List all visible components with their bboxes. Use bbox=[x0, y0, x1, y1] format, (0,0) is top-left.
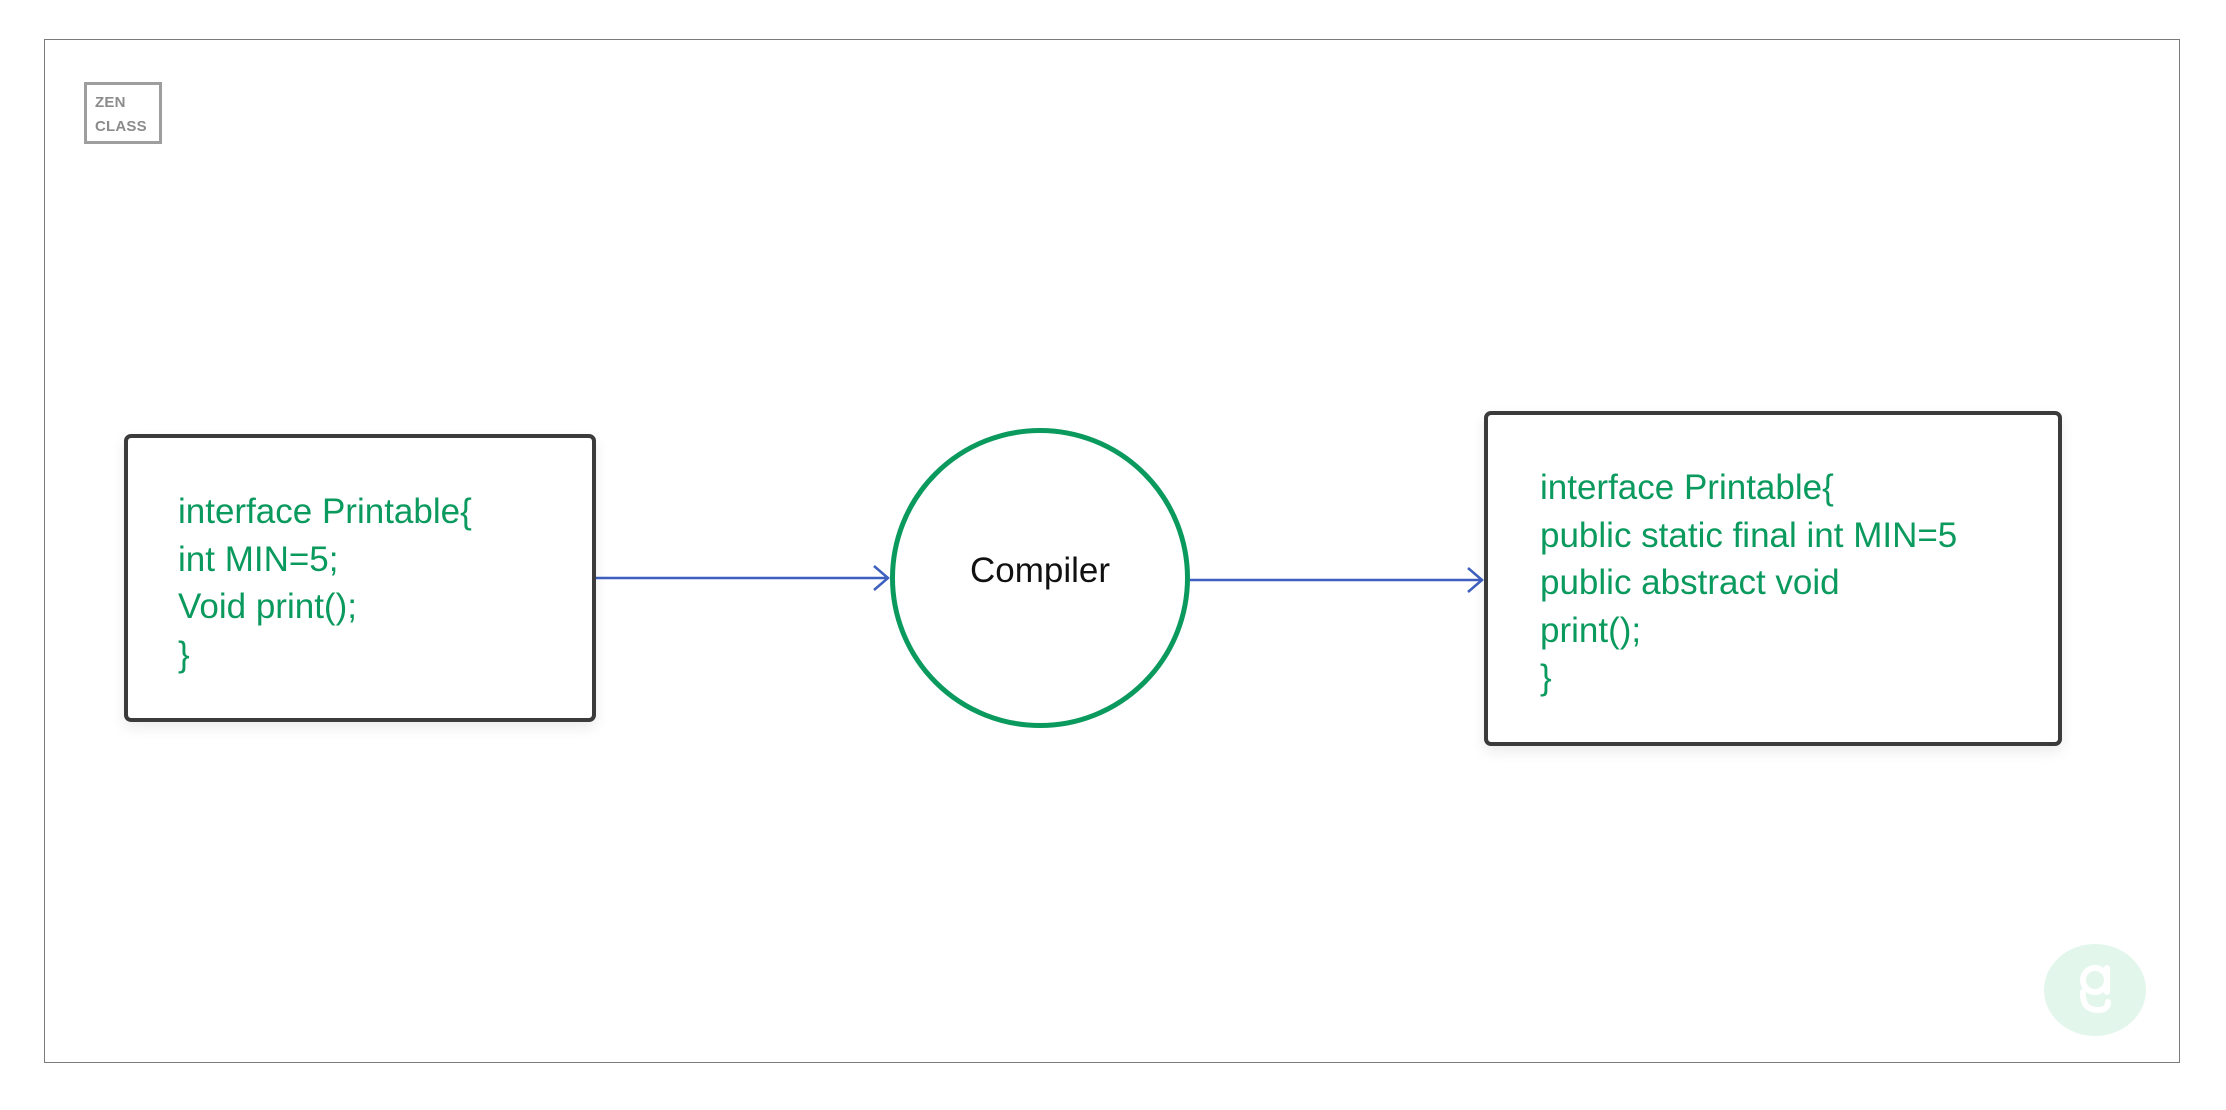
guvi-logo-icon bbox=[2044, 944, 2146, 1036]
zen-class-logo: ZEN CLASS bbox=[84, 82, 162, 144]
logo-line-2: CLASS bbox=[95, 118, 147, 135]
source-code-box: interface Printable{ int MIN=5; Void pri… bbox=[124, 434, 596, 722]
source-code-line: interface Printable{ bbox=[178, 492, 472, 531]
compiled-code-line: public static final int MIN=5 bbox=[1540, 515, 1958, 555]
source-code-line: } bbox=[178, 634, 190, 674]
compiled-code-box: interface Printable{ public static final… bbox=[1484, 411, 2062, 746]
compiler-label: Compiler bbox=[969, 551, 1111, 590]
compiled-code-line: public abstract void bbox=[1540, 563, 1840, 602]
compiled-code-line: interface Printable{ bbox=[1540, 468, 1834, 507]
diagram-frame bbox=[44, 39, 2180, 1063]
compiled-code-line: print(); bbox=[1540, 610, 1642, 650]
source-code-line: Void print(); bbox=[178, 587, 357, 626]
source-code-line: int MIN=5; bbox=[178, 539, 339, 579]
logo-line-1: ZEN bbox=[95, 94, 126, 111]
compiler-node: Compiler bbox=[890, 428, 1190, 728]
compiled-code-line: } bbox=[1540, 658, 1552, 697]
